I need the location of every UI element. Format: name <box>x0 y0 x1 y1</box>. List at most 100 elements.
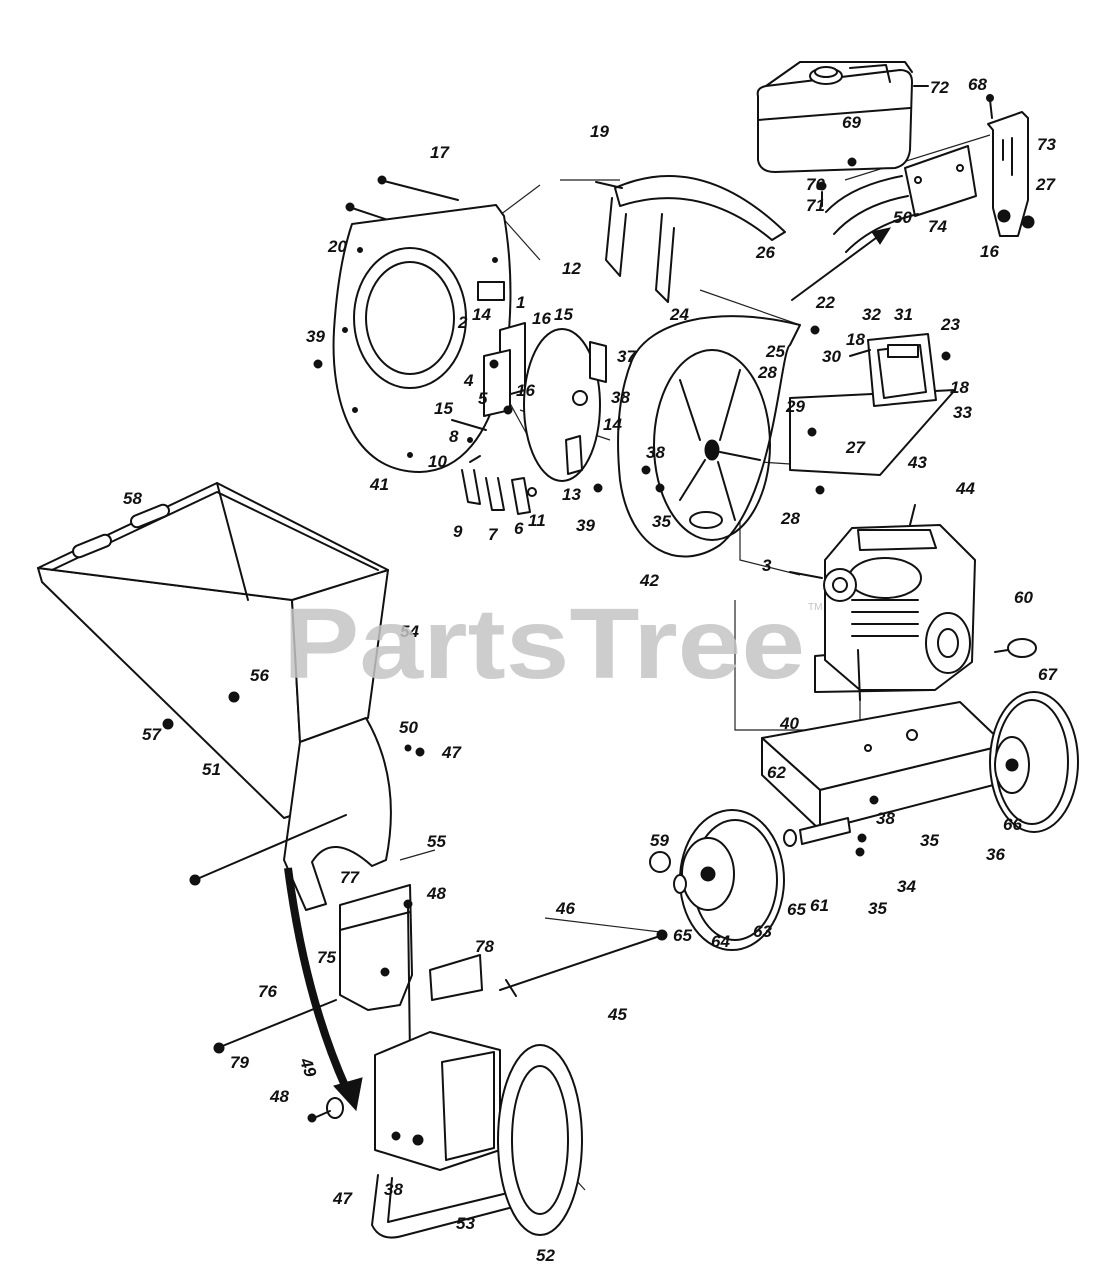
part-callout: 48 <box>426 884 446 903</box>
housing-front-tab <box>477 281 505 301</box>
arc <box>833 195 909 235</box>
hopper-58 <box>37 482 389 819</box>
frame-hole <box>906 729 918 741</box>
small-hardware <box>461 455 537 515</box>
part-callout: 16 <box>532 309 551 328</box>
ring-inner <box>511 1065 569 1215</box>
nut-22 <box>810 325 820 335</box>
part-callout: 47 <box>332 1189 353 1208</box>
impeller-12 <box>523 328 607 482</box>
air-filter <box>857 529 937 551</box>
bolt-hole <box>357 247 363 253</box>
part-callout: 31 <box>894 305 913 324</box>
part-callout: 23 <box>940 315 960 334</box>
part-callout: 29 <box>785 397 805 416</box>
key-3 <box>789 571 823 579</box>
part-callout: 4 <box>463 371 474 390</box>
part-callout: 30 <box>822 347 841 366</box>
part-callout: 35 <box>652 512 671 531</box>
nut-34 <box>857 833 867 843</box>
part-callout: 32 <box>862 305 881 324</box>
nut-38 <box>869 795 879 805</box>
inlet-plate-33 <box>789 389 956 495</box>
deflector-bracket <box>605 197 627 277</box>
nut-16 <box>997 209 1011 223</box>
part-callout: 51 <box>202 760 221 779</box>
tank-bracket-74 <box>904 145 977 217</box>
part-callout: 14 <box>603 415 622 434</box>
screw-23 <box>941 351 951 361</box>
part-callout: 18 <box>950 378 969 397</box>
part-callout: 38 <box>646 443 665 462</box>
hopper-handle-slot <box>130 503 170 529</box>
bracket-fold <box>339 911 411 931</box>
callouts: 72 68 73 69 70 71 50 74 27 16 19 26 17 2… <box>123 75 1058 1265</box>
washer-50 <box>404 744 412 752</box>
center-line <box>739 520 801 576</box>
ring-outer <box>497 1044 583 1236</box>
part-callout: 52 <box>536 1246 555 1265</box>
bracket-plate <box>904 145 977 217</box>
nut-75 <box>380 967 390 977</box>
watermark-trademark: TM <box>808 602 822 613</box>
part-callout: 9 <box>453 522 463 541</box>
part-callout: 36 <box>986 845 1005 864</box>
part-callout: 61 <box>810 896 829 915</box>
screw-69 <box>847 157 857 167</box>
nut-28 <box>815 485 825 495</box>
part-callout: 38 <box>876 809 895 828</box>
bolt-hole <box>342 327 348 333</box>
plate-6 <box>511 477 531 515</box>
center-line <box>844 134 991 181</box>
nut-27 <box>807 427 817 437</box>
arrow-head <box>333 1077 363 1112</box>
part-callout: 41 <box>369 475 389 494</box>
part-callout: 47 <box>441 743 462 762</box>
assembly-arrow-icon <box>791 227 892 301</box>
rod-shaft <box>499 935 661 991</box>
part-callout: 39 <box>306 327 325 346</box>
cylinder-fins <box>851 599 919 637</box>
rod-76 <box>213 999 337 1054</box>
frame-hole <box>864 744 872 752</box>
hopper-slope <box>37 567 303 819</box>
part-callout: 68 <box>968 75 987 94</box>
part-callout: 39 <box>576 516 595 535</box>
part-callout: 50 <box>399 718 418 737</box>
deflector-26 <box>595 175 786 303</box>
nut-35 <box>655 483 665 493</box>
bolt-8 <box>451 419 487 431</box>
part-callout: 65 <box>787 900 806 919</box>
arrow-shaft <box>284 867 350 1090</box>
part-callout: 46 <box>555 899 575 918</box>
pin-19 <box>595 181 623 189</box>
housing-rear-ring <box>653 349 771 541</box>
nut-79 <box>213 1042 225 1054</box>
part-callout: 50 <box>893 208 912 227</box>
part-callout: 15 <box>434 399 453 418</box>
nut-57 <box>162 718 174 730</box>
rod-end <box>656 929 668 941</box>
housing-front-ring <box>365 261 455 375</box>
engine-44 <box>789 504 976 701</box>
watermark-brand: PartsTree <box>283 588 805 700</box>
rod-shaft <box>219 999 337 1048</box>
bolt-48-head <box>403 899 413 909</box>
housing-rear-42 <box>617 315 820 558</box>
wheel-right <box>989 691 1079 833</box>
bolt-head <box>189 874 201 886</box>
muffler-body <box>1007 638 1037 658</box>
bolt-hole <box>352 407 358 413</box>
part-callout: 54 <box>400 622 419 641</box>
bolt-head <box>345 202 355 212</box>
hub-cap-67 <box>1005 758 1019 772</box>
part-callout: 73 <box>1037 135 1056 154</box>
clip-7 <box>485 477 505 511</box>
discharge-opening <box>441 1051 495 1161</box>
tire <box>989 691 1079 833</box>
part-callout: 35 <box>920 831 939 850</box>
part-callout: 65 <box>673 926 692 945</box>
screw-48-head <box>307 1113 317 1123</box>
part-callout: 8 <box>449 427 459 446</box>
